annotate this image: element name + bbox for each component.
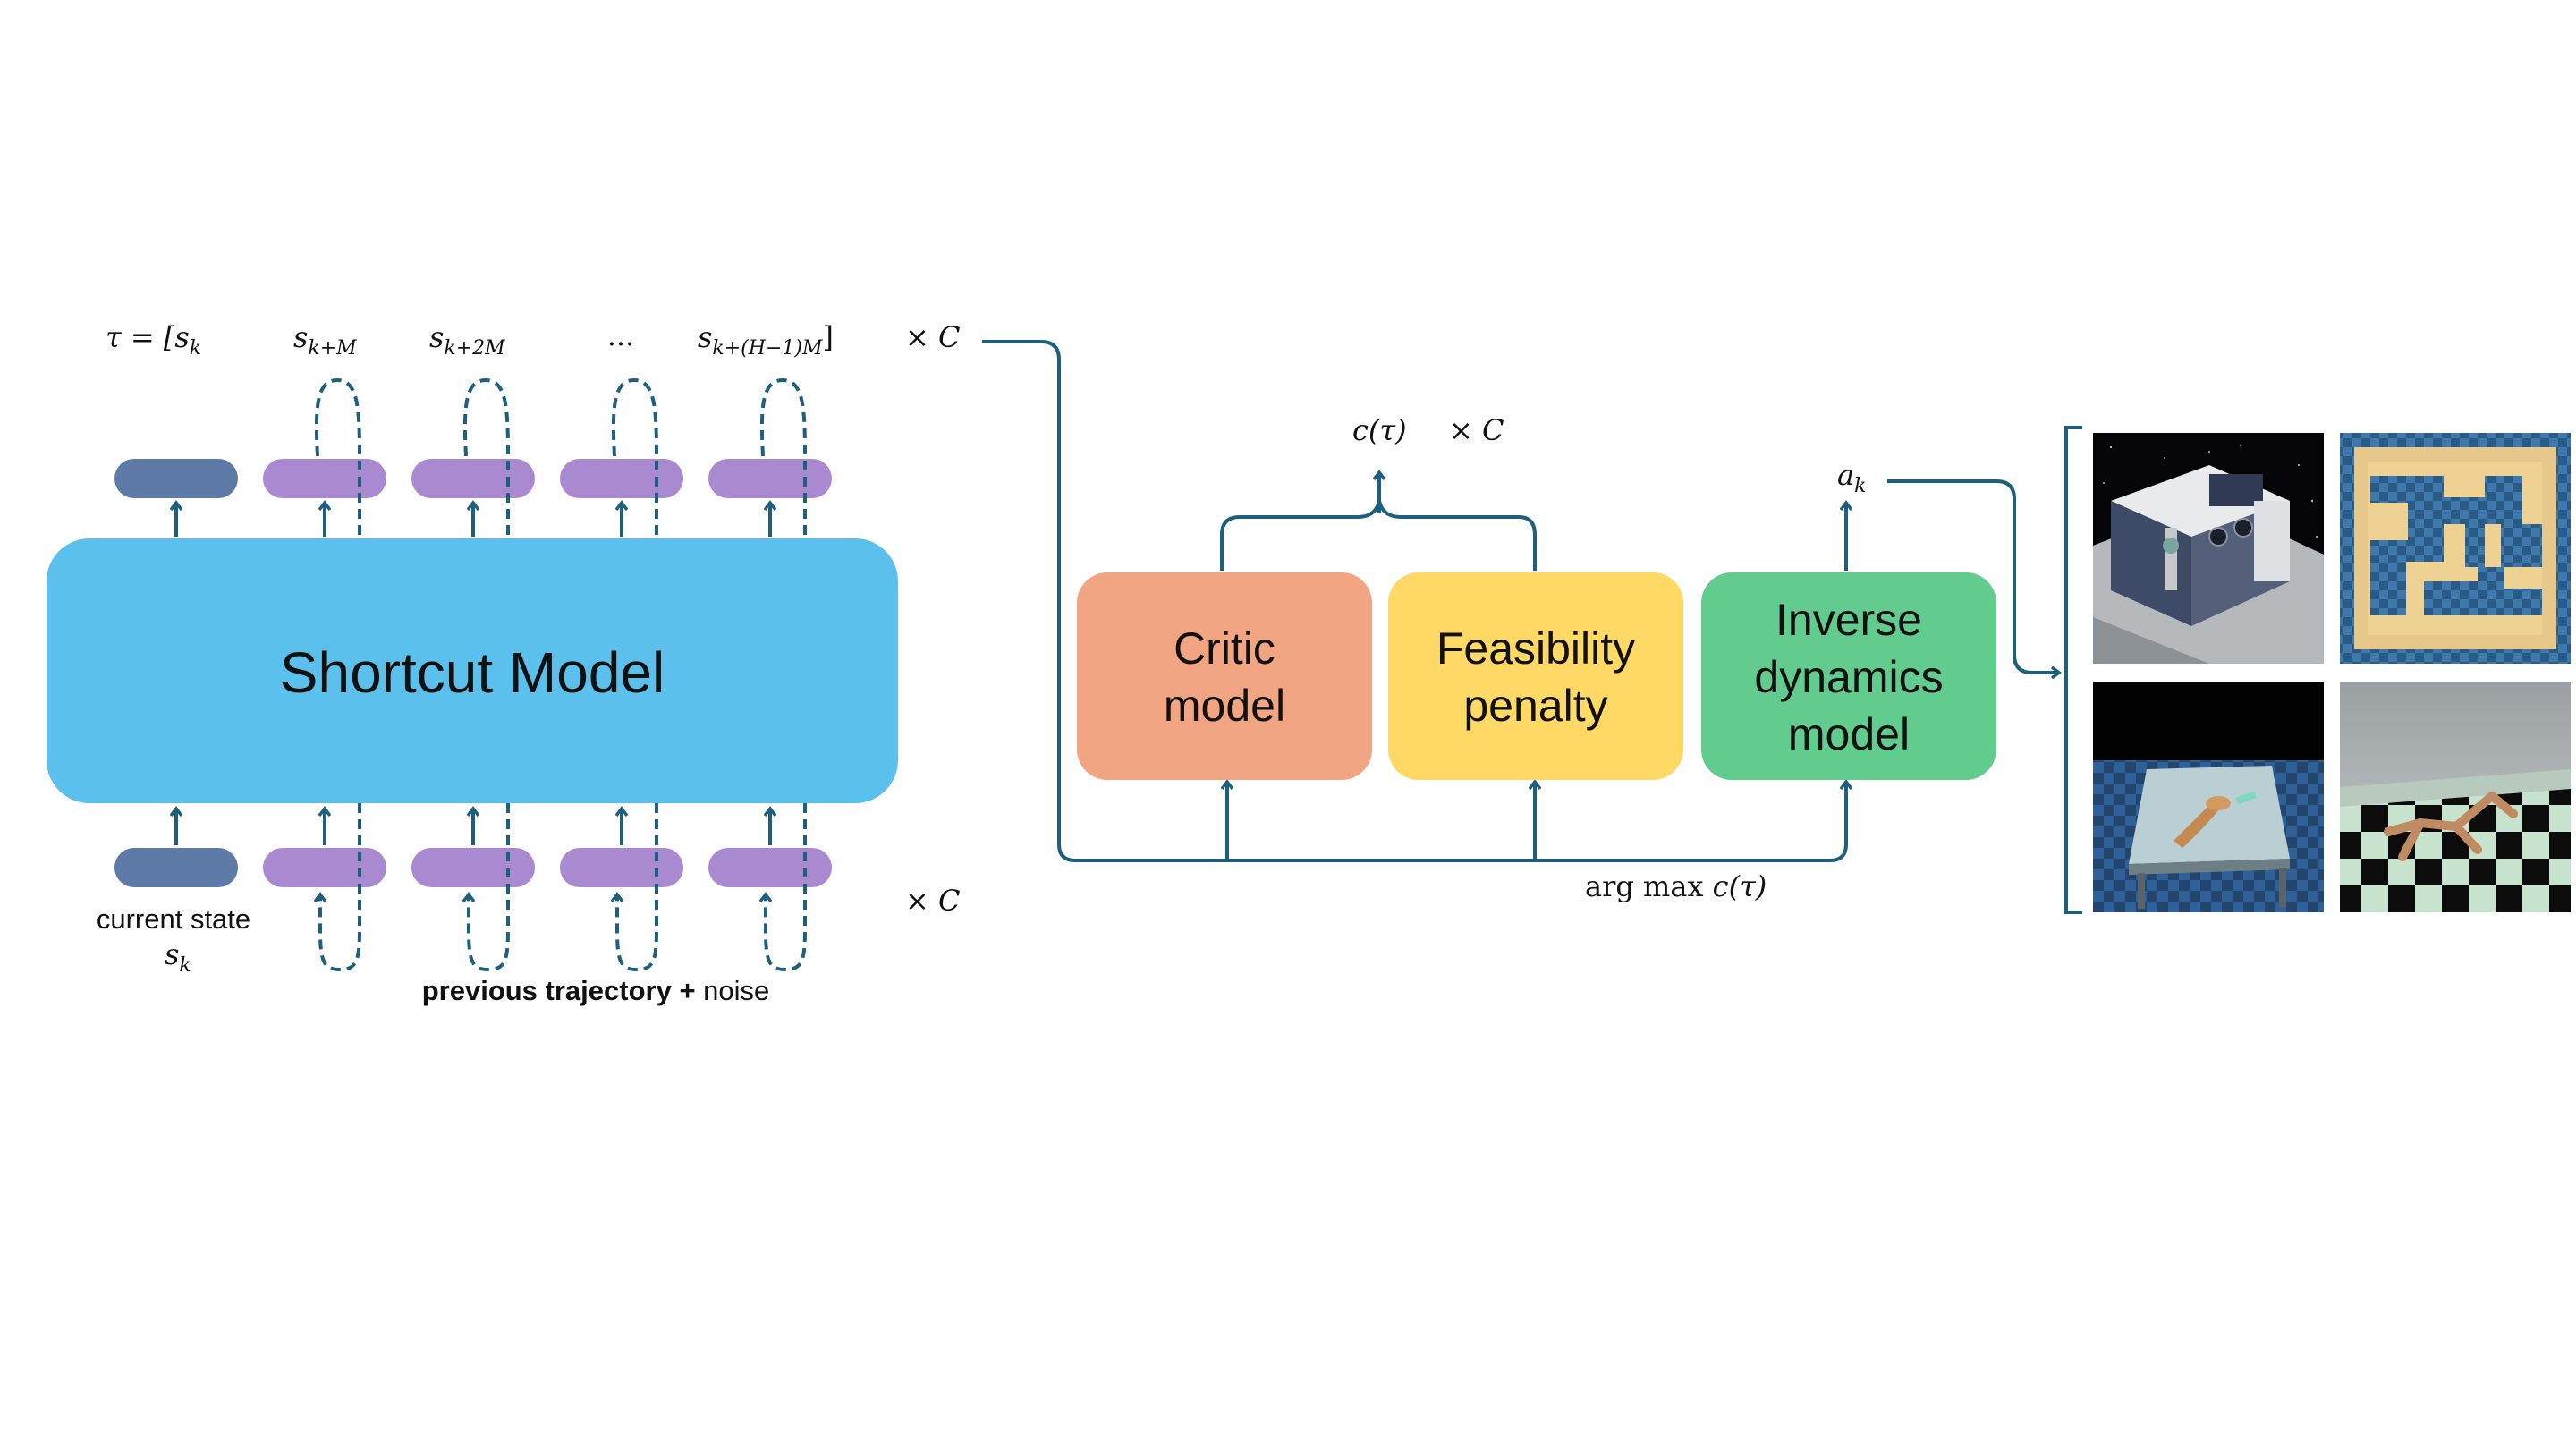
output-token-4 — [708, 459, 832, 498]
feasibility-line1: Feasibility — [1436, 623, 1635, 674]
output-recurrence-loops — [314, 377, 807, 538]
action-output: ak — [1837, 458, 2059, 673]
state-last-label: sk+(H−1)M] — [698, 320, 834, 360]
cost-merge-arrows — [1220, 472, 1537, 571]
input-token-2 — [411, 848, 535, 887]
table-manipulation-scene — [2093, 682, 2324, 912]
output-token-3 — [560, 459, 683, 498]
critic-box — [1077, 572, 1372, 780]
output-token-2 — [411, 459, 535, 498]
shortcut-model-title: Shortcut Model — [280, 640, 665, 705]
times-C-top: × C — [905, 320, 960, 354]
critic-line2: model — [1164, 681, 1285, 731]
argmax-label: arg max c(τ) — [1585, 869, 1767, 903]
input-token-4 — [708, 848, 832, 887]
previous-trajectory-label: previous trajectory + noise — [422, 975, 770, 1006]
input-noise-loops — [320, 803, 807, 972]
current-state-symbol: sk — [165, 937, 191, 977]
feasibility-box — [1388, 572, 1683, 780]
inverse-line1: Inverse — [1775, 595, 1922, 645]
input-token-current — [114, 848, 238, 887]
output-token-current — [114, 459, 238, 498]
environment-bracket — [2064, 426, 2082, 914]
input-token-1 — [263, 848, 386, 887]
input-to-box-arrows — [176, 809, 770, 845]
current-state-label: current state — [97, 903, 250, 935]
inverse-line2: dynamics — [1754, 652, 1943, 702]
inverse-line3: model — [1788, 709, 1910, 759]
critic-box-group: Critic model — [1077, 572, 1372, 780]
inverse-dynamics-box-group: Inverse dynamics model — [1701, 572, 1996, 780]
times-C-bottom: × C — [905, 884, 960, 918]
ellipsis-label: ... — [607, 318, 635, 352]
feasibility-line2: penalty — [1463, 681, 1607, 731]
maze-scene — [2340, 433, 2571, 664]
c-tau-label: c(τ) — [1352, 413, 1407, 447]
tau-label: τ = [sk — [106, 320, 201, 360]
locomotion-scene — [2340, 682, 2571, 912]
action-label: ak — [1837, 458, 1866, 497]
kitchen-scene — [2093, 433, 2324, 664]
output-token-1 — [263, 459, 386, 498]
shortcut-model-box — [47, 538, 898, 803]
shortcut-model-section: Shortcut Model — [47, 318, 960, 1006]
trajectory-connector — [982, 340, 1846, 862]
c-tau-times-C: × C — [1449, 413, 1504, 447]
output-state-labels: τ = [sk sk+M sk+2M ... sk+(H−1)M] — [106, 318, 834, 360]
feasibility-box-group: Feasibility penalty — [1388, 572, 1683, 780]
critic-line1: Critic — [1174, 623, 1275, 674]
inverse-dynamics-box — [1701, 572, 1996, 780]
state-kM-label: sk+M — [293, 320, 357, 360]
box-to-output-arrows — [176, 503, 770, 537]
state-k2M-label: sk+2M — [429, 320, 505, 360]
input-token-3 — [560, 848, 683, 887]
